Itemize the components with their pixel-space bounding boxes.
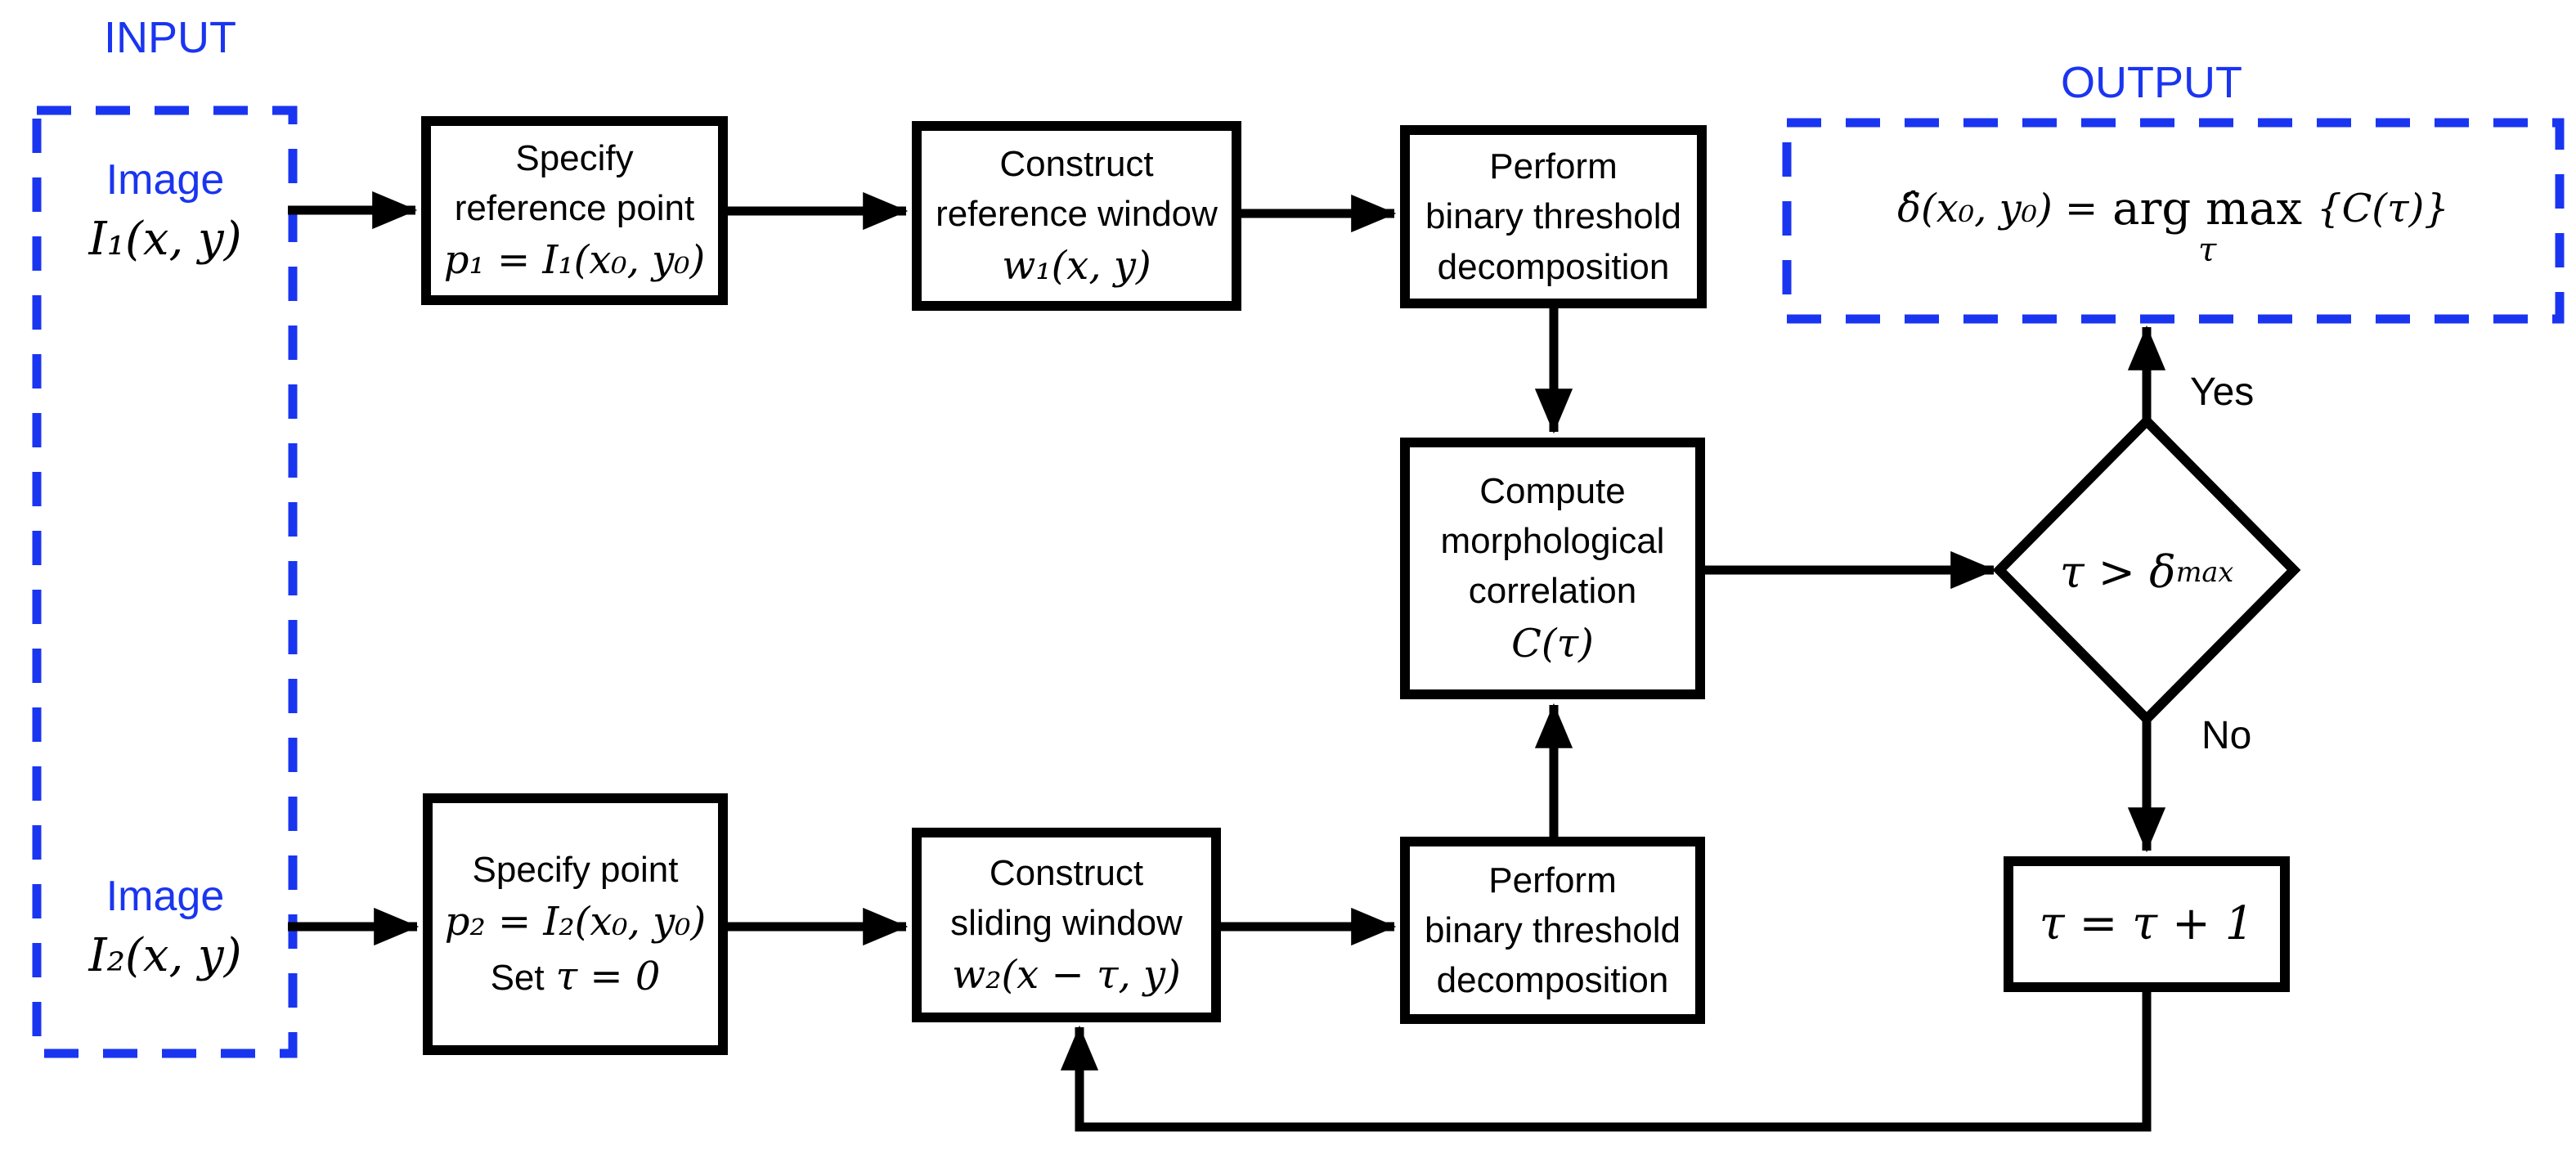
output-formula-left: δ̂(x₀, y₀) =	[1897, 185, 2098, 231]
node-line: sliding window	[950, 902, 1183, 943]
decision-diamond	[1992, 414, 2301, 726]
node-math: p₂ = I₂(x₀, y₀)	[444, 899, 707, 945]
decision-condition-sub: max	[2175, 556, 2234, 589]
input-image-2-formula: I₂(x, y)	[88, 929, 242, 983]
input-image-2-caption: Image	[105, 873, 225, 920]
input-image-1-caption: Image	[105, 156, 225, 204]
node-math: C(τ)	[1511, 620, 1594, 667]
set-math: τ = 0	[555, 953, 661, 999]
node-compute-morphological-correlation: Compute morphological correlation C(τ)	[1400, 438, 1705, 699]
node-line: reference point	[454, 188, 695, 229]
node-binary-threshold-decomposition-bottom: Perform binary threshold decomposition	[1400, 837, 1705, 1024]
node-construct-sliding-window: Construct sliding window w₂(x − τ, y)	[912, 828, 1221, 1022]
input-image-2: Image I₂(x, y)	[47, 873, 283, 986]
node-line: Specify	[515, 138, 634, 179]
node-line: correlation	[1468, 571, 1637, 612]
node-line: decomposition	[1436, 960, 1669, 1001]
node-line: morphological	[1440, 521, 1665, 562]
output-section-label: OUTPUT	[2061, 58, 2242, 107]
node-line: binary threshold	[1425, 196, 1682, 237]
node-increment-tau: τ = τ + 1	[2004, 856, 2290, 992]
node-math: w₁(x, y)	[1002, 242, 1151, 289]
output-formula: δ̂(x₀, y₀) = arg max τ {C(τ)}	[1787, 123, 2560, 319]
input-section-label: INPUT	[104, 13, 236, 62]
output-formula-right: {C(τ)}	[2317, 185, 2449, 231]
node-line: reference window	[936, 193, 1218, 234]
node-line: Specify point	[472, 850, 679, 891]
node-line: decomposition	[1437, 246, 1670, 287]
node-line: binary threshold	[1424, 909, 1681, 950]
node-math: p₁ = I₁(x₀, y₀)	[443, 237, 706, 284]
node-construct-reference-window: Construct reference window w₁(x, y)	[912, 121, 1241, 311]
output-formula-argmax: arg max τ	[2112, 182, 2303, 270]
decision-condition-main: τ > δ	[2059, 546, 2176, 598]
node-math: w₂(x − τ, y)	[952, 951, 1181, 998]
input-dashed-box	[32, 106, 298, 1058]
set-label: Set	[490, 957, 545, 998]
node-line: Compute	[1479, 471, 1626, 512]
branch-label-no: No	[2201, 714, 2252, 757]
output-dashed-box	[1782, 118, 2565, 324]
branch-label-yes: Yes	[2190, 370, 2255, 414]
node-line: Perform	[1488, 860, 1617, 900]
node-line: Perform	[1489, 146, 1618, 187]
input-image-1: Image I₁(x, y)	[47, 156, 283, 270]
node-math: τ = τ + 1	[2039, 896, 2255, 950]
input-image-1-formula: I₁(x, y)	[88, 213, 242, 267]
node-line: Construct	[989, 852, 1144, 893]
node-specify-reference-point: Specify reference point p₁ = I₁(x₀, y₀)	[421, 116, 728, 305]
argmax-subscript-tau: τ	[2197, 231, 2217, 270]
argmax-text: arg max	[2112, 182, 2303, 236]
arrow-feedback-increment-to-sliding	[1060, 992, 2152, 1132]
node-line: Construct	[999, 143, 1154, 184]
node-binary-threshold-decomposition-top: Perform binary threshold decomposition	[1400, 125, 1707, 308]
